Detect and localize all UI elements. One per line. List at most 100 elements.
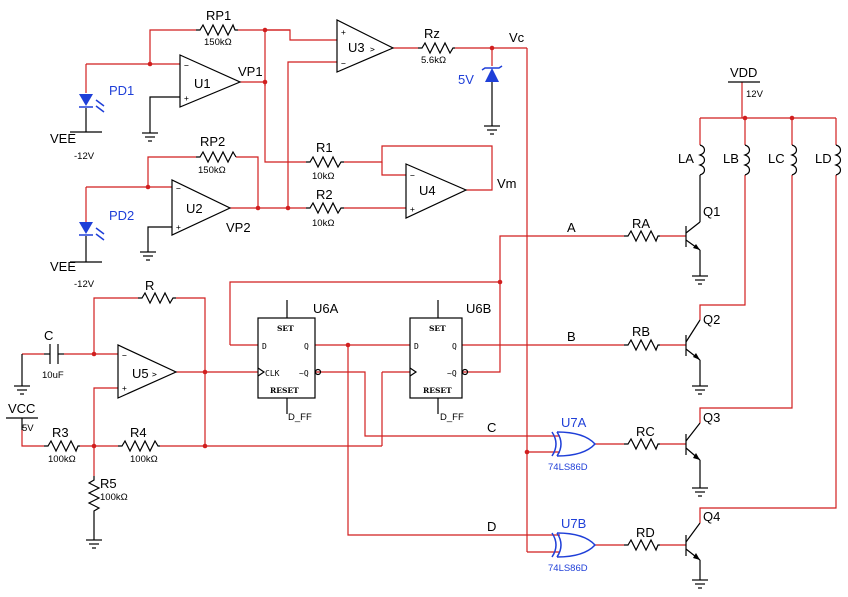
value-vee2: -12V [74,279,95,290]
transistors [685,221,701,561]
resistor-r4 [118,439,160,453]
value-rp2: 150kΩ [198,165,226,176]
ground-icon [86,539,102,549]
label-r3: R3 [52,425,69,440]
label-u4: U4 [419,183,436,198]
ground-icon [692,579,708,589]
opamp-u2 [171,179,232,236]
value-vcc: 5V [22,423,34,434]
value-vee1: -12V [74,151,95,162]
u4-minus: − [410,171,415,180]
opamp-u4 [405,163,468,219]
transistor-q1 [685,221,701,251]
ground-icon [142,132,158,142]
flip-flops [257,317,469,399]
label-lb: LB [723,151,739,166]
value-r1: 10kΩ [312,171,334,182]
label-q3: Q3 [703,410,720,425]
transistor-q3 [685,422,701,461]
resistor-rd [624,538,660,552]
supplies [6,81,760,419]
flipflop-u6b [409,317,463,399]
xor-gate-u7a [551,431,597,457]
label-vp2: VP2 [226,220,251,235]
value-rz: 5.6kΩ [421,55,446,66]
pin-reset-u6b: RESET [423,386,452,395]
value-r3: 100kΩ [48,454,76,465]
value-rp1: 150kΩ [204,37,232,48]
label-u3: U3 [348,40,365,55]
u2-plus: + [176,223,181,232]
label-vdd: VDD [730,65,757,80]
inductor-lb [743,144,751,176]
resistor-r [138,291,176,305]
pin-set-u6a: SET [277,324,294,333]
label-vcc: VCC [8,401,35,416]
wires [21,29,837,553]
label-rb: RB [632,324,650,339]
value-r2: 10kΩ [312,218,334,229]
label-signal-c: C [487,420,496,435]
pin-clk-u6a: CLK [265,369,280,378]
label-u2: U2 [186,201,203,216]
labels: RP1 150kΩ U1 VP1 U3 Rz 5.6kΩ Vc 5V PD1 V… [8,8,832,574]
label-signal-a: A [567,220,576,235]
ground-icon [692,385,708,395]
label-dff1: D_FF [288,412,312,423]
resistor-rb [624,338,660,352]
component-leads [21,82,701,580]
inductor-lc [790,144,798,176]
label-ra: RA [632,216,650,231]
u1-minus: − [184,61,189,70]
transistor-q4 [685,522,701,561]
resistor-rz [418,41,455,55]
label-pd1: PD1 [109,83,134,98]
ground-icon [692,275,708,285]
resistor-r1 [306,155,344,169]
photodiode-pd2 [79,222,105,241]
resistors [44,23,660,552]
label-r5: R5 [100,476,117,491]
label-q2: Q2 [703,312,720,327]
part-u7a: 74LS86D [548,462,588,473]
label-signal-b: B [567,329,576,344]
pin-set-u6b: SET [429,324,446,333]
pin-nq-u6b: ~Q [447,369,457,378]
resistor-r3 [44,439,80,453]
label-u7a: U7A [561,415,587,430]
u3-minus: − [341,59,346,68]
ground-icon [484,125,500,135]
label-la: LA [678,151,694,166]
value-r5: 100kΩ [100,492,128,503]
inductor-ld [834,144,842,176]
op-amps [117,19,468,399]
part-u7b: 74LS86D [548,563,588,574]
value-c: 10uF [42,370,64,381]
inductor-la [698,144,706,176]
label-r: R [145,278,154,293]
label-vee1: VEE [50,131,76,146]
xor-gates [551,431,597,558]
pin-q-u6b: Q [452,342,457,351]
label-vc: Vc [509,30,525,45]
xor-gate-u7b [551,532,597,558]
resistor-rc [624,437,660,451]
grounds [14,125,708,589]
label-u6a: U6A [313,301,339,316]
label-rd: RD [636,525,655,540]
zener-diode [481,65,503,82]
u3-plus: + [341,28,346,37]
label-ld: LD [815,151,832,166]
label-signal-d: D [487,519,496,534]
ground-icon [692,487,708,497]
junctions [91,27,795,455]
flipflop-u6a [257,317,316,399]
transistor-q2 [685,319,701,361]
label-u5: U5 [132,366,149,381]
u1-plus: + [184,94,189,103]
label-lc: LC [768,151,785,166]
resistor-r2 [306,201,344,215]
label-u1: U1 [194,76,211,91]
